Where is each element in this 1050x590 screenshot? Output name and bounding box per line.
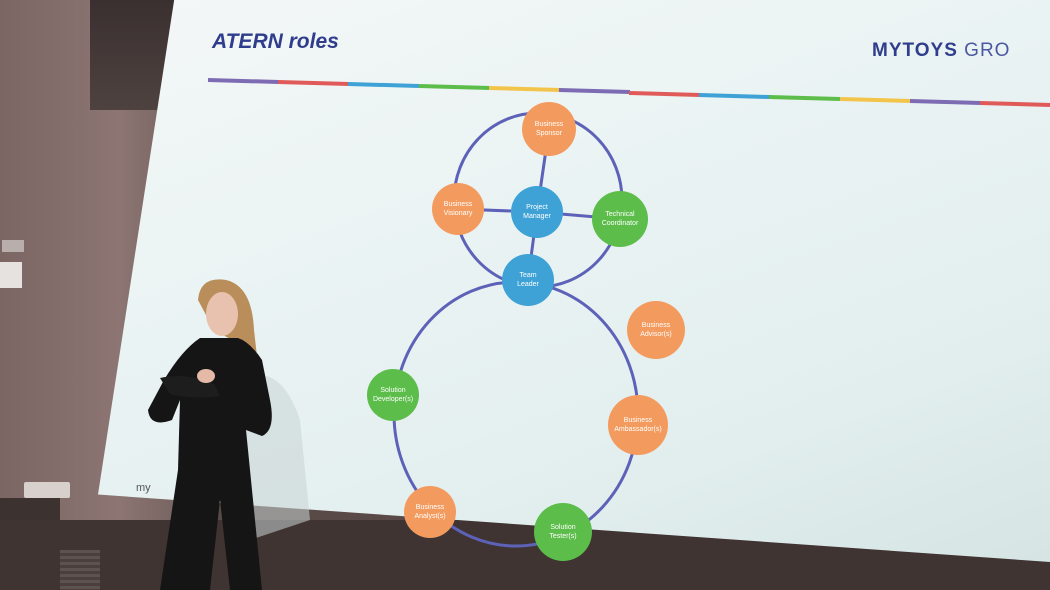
role-label: Tester(s) [549, 533, 576, 540]
floor-vent [60, 550, 100, 590]
brand-light: GRO [964, 40, 1011, 61]
role-label: Advisor(s) [640, 331, 672, 338]
role-label: Business [416, 504, 445, 511]
role-label: Coordinator [602, 220, 639, 227]
role-circle [404, 486, 456, 538]
slide-corner-fragment: my [136, 482, 151, 494]
wall-sign [2, 240, 24, 252]
brand-bold: MYTOYS [872, 40, 958, 61]
role-label: Solution [380, 387, 405, 394]
role-label: Sponsor [536, 130, 563, 137]
role-circle [367, 369, 419, 421]
diagram-rings [392, 111, 640, 548]
brand-logo: MYTOYS GRO [872, 40, 1010, 62]
role-label: Project [526, 204, 548, 211]
role-circle [432, 183, 484, 235]
role-label: Ambassador(s) [614, 426, 661, 433]
role-label: Solution [550, 524, 575, 531]
diagram-nodes: BusinessSponsorBusinessVisionaryProjectM… [367, 102, 685, 561]
role-circle [592, 191, 648, 247]
role-circle [502, 254, 554, 306]
role-circle [522, 102, 576, 156]
role-label: Business [624, 417, 653, 424]
role-label: Visionary [444, 210, 473, 217]
role-circle [608, 395, 668, 455]
role-circle [627, 301, 685, 359]
role-circle [511, 186, 563, 238]
role-label: Business [444, 201, 473, 208]
role-label: Business [642, 322, 671, 329]
slide-title: ATERN roles [212, 30, 339, 53]
role-label: Developer(s) [373, 396, 413, 403]
wall-socket [24, 482, 70, 498]
role-label: Manager [523, 213, 551, 220]
wall-sign-light [0, 262, 22, 288]
role-label: Technical [605, 211, 635, 218]
role-label: Business [535, 121, 564, 128]
role-label: Analyst(s) [414, 513, 445, 520]
role-label: Leader [517, 281, 539, 288]
role-label: Team [519, 272, 536, 279]
role-circle [534, 503, 592, 561]
